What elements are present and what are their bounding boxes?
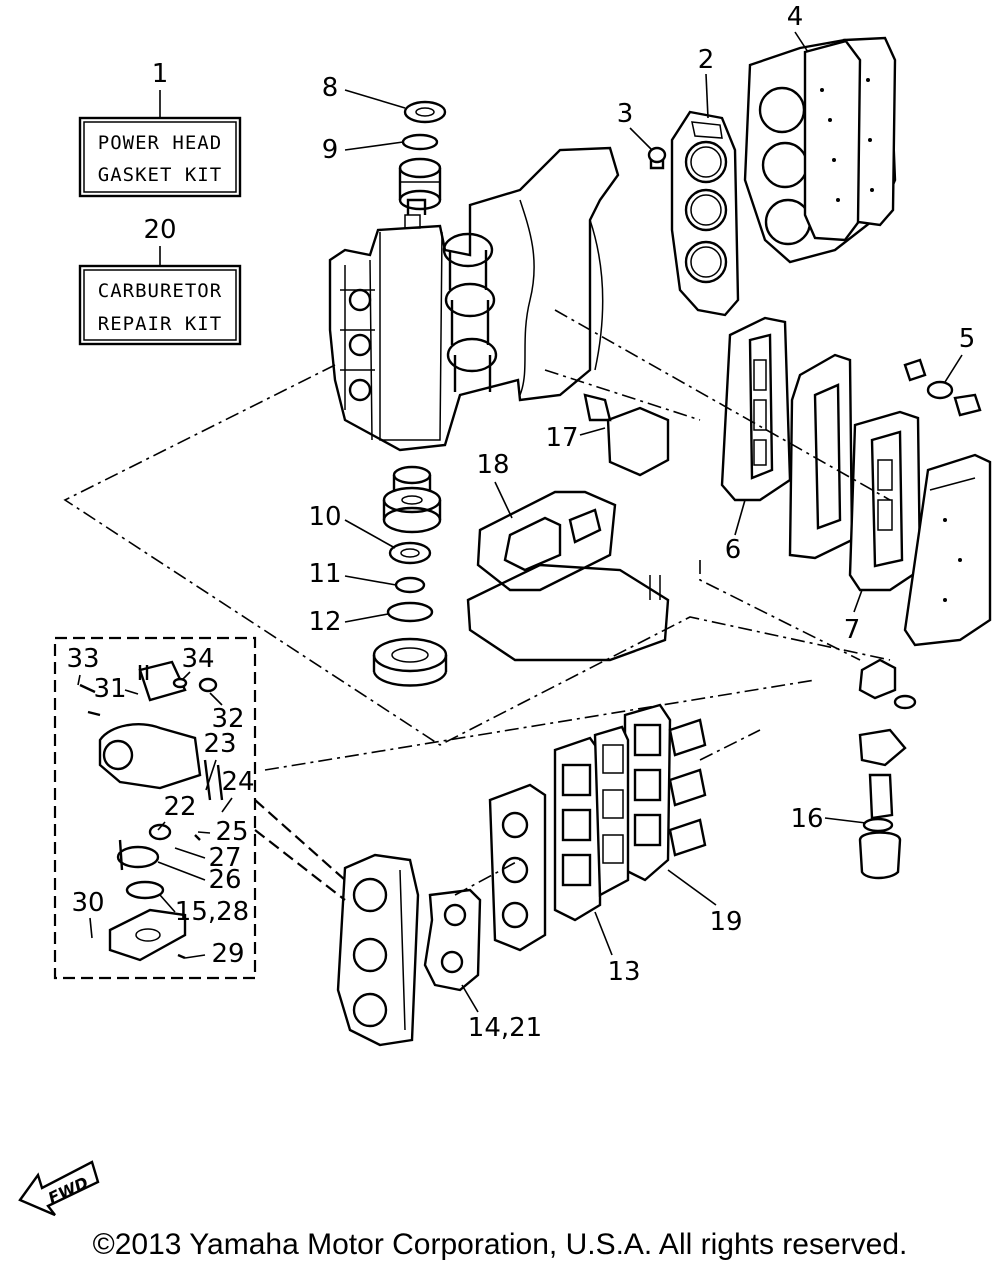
callout-5: 5 <box>959 324 976 354</box>
callout-6: 6 <box>725 535 742 565</box>
thermostat-parts-5 <box>903 358 982 417</box>
callout-30: 30 <box>71 888 104 918</box>
carburetor-body <box>336 853 420 1047</box>
kit-20-number: 20 <box>143 215 176 245</box>
callout-13: 13 <box>607 957 640 987</box>
kit-1-line1: POWER HEAD <box>98 132 222 154</box>
gasket-14-21 <box>423 888 482 992</box>
callout-7: 7 <box>844 615 861 645</box>
intake-manifold <box>488 783 547 952</box>
cylinder-head-4 <box>743 36 897 264</box>
callout-27: 27 <box>208 843 241 873</box>
copyright-notice: ©2013 Yamaha Motor Corporation, U.S.A. A… <box>92 1228 908 1261</box>
callout-16: 16 <box>790 804 823 834</box>
callout-9: 9 <box>322 135 339 165</box>
gasket-18 <box>476 490 617 592</box>
callout-25: 25 <box>215 817 248 847</box>
kit-1-line2: GASKET KIT <box>98 164 222 186</box>
kit-box-1: 1 POWER HEAD GASKET KIT <box>78 59 242 198</box>
oil-seal-8 <box>403 100 447 124</box>
callout-15-28: 15,28 <box>175 897 249 927</box>
callout-3: 3 <box>617 99 634 129</box>
lower-bearing-housing <box>372 637 448 687</box>
exhaust-plate <box>788 353 854 560</box>
callout-34: 34 <box>181 644 214 674</box>
assembly-lines <box>63 309 891 901</box>
callout-4: 4 <box>787 2 804 32</box>
o-ring-9 <box>401 133 439 151</box>
reed-valve-19 <box>623 703 707 882</box>
kit-20-line2: REPAIR KIT <box>98 313 222 335</box>
callout-29: 29 <box>211 939 244 969</box>
callout-12: 12 <box>308 607 341 637</box>
oil-seal-11 <box>394 576 426 594</box>
fwd-arrow: FWD <box>18 1160 100 1217</box>
exhaust-gasket-7 <box>848 410 922 592</box>
plug-3 <box>647 146 667 170</box>
callout-23: 23 <box>203 729 236 759</box>
callout-19: 19 <box>709 907 742 937</box>
base-plate <box>466 563 670 662</box>
cover-17 <box>583 393 670 477</box>
oil-seal-10 <box>388 541 432 565</box>
callout-17: 17 <box>545 423 578 453</box>
callout-24: 24 <box>221 767 254 797</box>
bearing-sleeve <box>398 157 442 211</box>
crank-bearings <box>382 465 442 534</box>
kit-1-number: 1 <box>152 59 169 89</box>
callout-8: 8 <box>322 73 339 103</box>
exhaust-cover <box>903 453 992 647</box>
callout-22: 22 <box>163 792 196 822</box>
callout-2: 2 <box>698 45 715 75</box>
thermostat-16 <box>858 658 917 880</box>
head-gasket-2 <box>670 110 740 317</box>
exhaust-gasket-6 <box>720 316 792 502</box>
callout-18: 18 <box>476 450 509 480</box>
o-ring-12 <box>386 601 434 623</box>
callouts: 2 3 4 5 6 7 8 9 10 11 12 13 14,21 15,28 … <box>66 2 975 1043</box>
cylinder-block <box>328 146 620 452</box>
kit-box-20: 20 CARBURETOR REPAIR KIT <box>78 215 242 346</box>
carburetor-kit-box <box>53 636 257 980</box>
callout-33: 33 <box>66 644 99 674</box>
callout-31: 31 <box>93 674 126 704</box>
callout-26: 26 <box>208 865 241 895</box>
callout-11: 11 <box>308 559 341 589</box>
callout-14-21: 14,21 <box>468 1013 542 1043</box>
kit-20-line1: CARBURETOR <box>98 280 222 302</box>
callout-32: 32 <box>211 704 244 734</box>
intake-gasket-13 <box>553 725 630 922</box>
callout-10: 10 <box>308 502 341 532</box>
